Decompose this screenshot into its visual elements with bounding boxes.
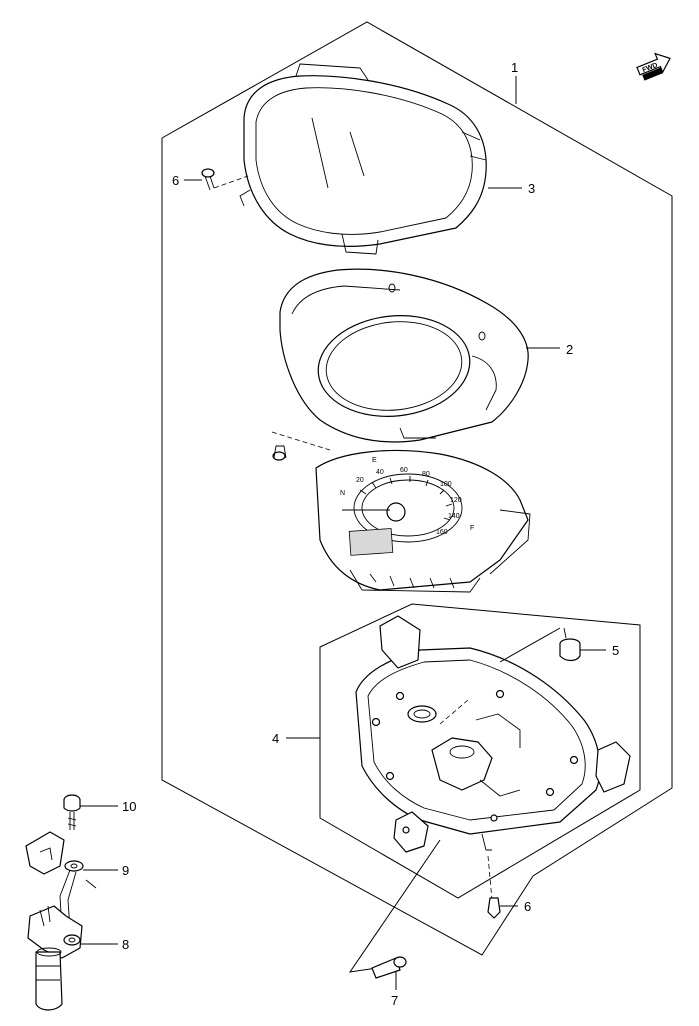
- svg-text:20: 20: [356, 477, 364, 484]
- svg-text:F: F: [470, 525, 474, 532]
- speed-sensor-group: [25, 794, 97, 1011]
- svg-text:E: E: [372, 457, 377, 464]
- screw-7: [348, 839, 441, 979]
- svg-text:100: 100: [440, 481, 452, 488]
- assembly-boundary: [161, 21, 673, 956]
- callout-6-lower: 6: [524, 899, 531, 914]
- callout-1: 1: [511, 60, 518, 75]
- gauge-tick-labels: N 20 40 60 80 100 120 140 160 E F: [340, 457, 474, 536]
- fwd-arrow-icon: FWD: [636, 52, 671, 81]
- svg-text:160: 160: [436, 529, 448, 536]
- meter-lens-cover: [239, 63, 487, 255]
- callout-10: 10: [122, 799, 136, 814]
- svg-text:60: 60: [400, 467, 408, 474]
- svg-text:140: 140: [448, 513, 460, 520]
- callout-9: 9: [122, 863, 129, 878]
- svg-text:N: N: [340, 490, 345, 497]
- callout-6-upper: 6: [172, 173, 179, 188]
- grommet-5: [559, 627, 581, 662]
- screw-6-lower: [487, 855, 501, 919]
- callout-5: 5: [612, 643, 619, 658]
- svg-text:80: 80: [422, 471, 430, 478]
- callout-7: 7: [391, 993, 398, 1008]
- callouts: 1 3 2 6 5 4 6 7 10 9 8: [80, 60, 619, 1008]
- callout-4: 4: [272, 731, 279, 746]
- callout-2: 2: [566, 342, 573, 357]
- callout-8: 8: [122, 937, 129, 952]
- case-group-boundary: [319, 603, 641, 899]
- meter-panel: [279, 268, 529, 443]
- svg-text:40: 40: [376, 469, 384, 476]
- gauge-screw: [271, 431, 331, 461]
- svg-text:120: 120: [450, 497, 462, 504]
- meter-dial-assembly: N 20 40 60 80 100 120 140 160 E F: [315, 449, 531, 593]
- callout-3: 3: [528, 181, 535, 196]
- meter-case: [355, 615, 631, 853]
- screw-6-upper: [201, 168, 249, 191]
